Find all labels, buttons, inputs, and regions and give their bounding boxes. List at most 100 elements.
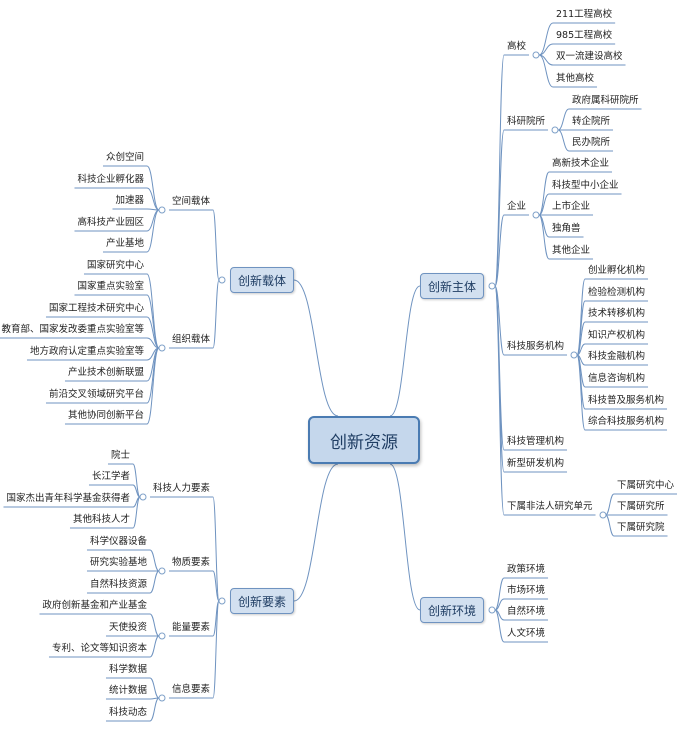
collapse-toggle-icon[interactable] [158,567,166,575]
carrier-item-1-7[interactable]: 其他协同创新平台 [67,410,144,421]
subject-item-3-2[interactable]: 技术转移机构 [588,308,646,319]
environment-item-2[interactable]: 自然环境 [507,606,546,617]
carrier-item-0-3[interactable]: 高科技产业园区 [77,217,144,228]
subject-group-6[interactable]: 下属非法人研究单元 [507,501,593,512]
elements-to-group [212,496,220,602]
carrier-item-1-0[interactable]: 国家研究中心 [86,260,144,271]
collapse-toggle-icon[interactable] [218,276,226,284]
subject-group-4[interactable]: 科技管理机构 [507,436,565,447]
subject-item-3-6[interactable]: 科技普及服务机构 [588,395,665,406]
collapse-toggle-icon[interactable] [599,511,607,519]
subject-item-3-3[interactable]: 知识产权机构 [588,330,646,341]
subject-item-2-1[interactable]: 科技型中小企业 [552,180,619,191]
elements-item-0-3[interactable]: 其他科技人才 [72,514,130,525]
elements-item-2-2[interactable]: 专利、论文等知识资本 [51,643,147,654]
group-to-item [146,294,160,349]
group-to-item [149,697,160,722]
environment-to-item [494,577,505,611]
collapse-toggle-icon[interactable] [158,694,166,702]
elements-group-0[interactable]: 科技人力要素 [152,483,210,494]
elements-item-3-0[interactable]: 科学数据 [108,664,147,675]
subject-item-6-1[interactable]: 下属研究所 [617,501,665,512]
subject-item-0-2[interactable]: 双一流建设高校 [556,51,623,62]
carrier-group-1[interactable]: 组织载体 [171,334,210,345]
subject-group-5[interactable]: 新型研发机构 [507,458,565,469]
branch-carrier[interactable]: 创新载体 [230,267,294,293]
subject-item-1-2[interactable]: 民办院所 [572,137,611,148]
subject-group-0[interactable]: 高校 [507,41,527,52]
carrier-item-1-3[interactable]: 教育部、国家发改委重点实验室等 [1,324,144,335]
collapse-toggle-icon[interactable] [218,597,226,605]
elements-item-3-1[interactable]: 统计数据 [108,685,147,696]
elements-item-1-0[interactable]: 科学仪器设备 [89,536,147,547]
carrier-item-1-6[interactable]: 前沿交叉领域研究平台 [48,389,144,400]
collapse-toggle-icon[interactable] [551,126,559,134]
subject-item-1-1[interactable]: 转企院所 [572,116,611,127]
carrier-item-1-4[interactable]: 地方政府认定重点实验室等 [29,346,144,357]
branch-elements[interactable]: 创新要素 [230,588,294,614]
carrier-item-1-1[interactable]: 国家重点实验室 [77,281,144,292]
subject-item-2-2[interactable]: 上市企业 [552,201,591,212]
elements-item-1-2[interactable]: 自然科技资源 [89,579,147,590]
branch-subject[interactable]: 创新主体 [420,273,484,299]
collapse-toggle-icon[interactable] [158,206,166,214]
carrier-item-0-0[interactable]: 众创空间 [105,152,144,163]
elements-item-2-1[interactable]: 天使投资 [108,622,147,633]
collapse-toggle-icon[interactable] [139,493,147,501]
group-to-item [605,493,615,516]
collapse-toggle-icon[interactable] [570,351,578,359]
elements-group-1[interactable]: 物质要素 [171,557,210,568]
subject-item-6-0[interactable]: 下属研究中心 [617,480,675,491]
environment-item-0[interactable]: 政策环境 [507,564,546,575]
elements-group-2[interactable]: 能量要素 [171,622,210,633]
subject-item-3-4[interactable]: 科技金融机构 [588,351,646,362]
collapse-toggle-icon[interactable] [158,344,166,352]
subject-item-3-1[interactable]: 检验检测机构 [588,287,646,298]
group-to-item [146,316,160,349]
carrier-item-0-1[interactable]: 科技企业孵化器 [77,174,144,185]
elements-item-1-1[interactable]: 研究实验基地 [89,557,147,568]
group-to-item [132,484,141,498]
elements-item-0-1[interactable]: 长江学者 [91,471,130,482]
collapse-toggle-icon[interactable] [532,51,540,59]
elements-item-3-2[interactable]: 科技动态 [108,707,147,718]
root-node[interactable]: 创新资源 [308,416,420,464]
elements-group-3[interactable]: 信息要素 [171,684,210,695]
subject-to-group [494,214,505,287]
group-to-item [146,347,160,425]
subject-item-2-4[interactable]: 其他企业 [552,245,591,256]
collapse-toggle-icon[interactable] [532,211,540,219]
collapse-toggle-icon[interactable] [488,606,496,614]
subject-item-0-1[interactable]: 985工程高校 [556,30,613,41]
subject-item-6-2[interactable]: 下属研究院 [617,522,665,533]
collapse-toggle-icon[interactable] [488,282,496,290]
group-to-item [576,343,586,356]
carrier-to-group [212,279,220,349]
subject-group-3[interactable]: 科技服务机构 [507,341,565,352]
subject-item-2-3[interactable]: 独角兽 [552,223,581,234]
subject-group-2[interactable]: 企业 [507,201,527,212]
elements-item-0-0[interactable]: 院士 [110,450,130,461]
subject-item-1-0[interactable]: 政府属科研院所 [572,95,639,106]
group-to-item [146,209,160,253]
carrier-item-1-2[interactable]: 国家工程技术研究中心 [48,303,144,314]
carrier-item-0-4[interactable]: 产业基地 [105,238,144,249]
carrier-item-1-5[interactable]: 产业技术创新联盟 [67,367,144,378]
subject-item-0-3[interactable]: 其他高校 [556,73,595,84]
group-to-item [146,273,160,349]
environment-item-1[interactable]: 市场环境 [507,585,546,596]
environment-item-3[interactable]: 人文环境 [507,628,546,639]
carrier-item-0-2[interactable]: 加速器 [115,195,144,206]
subject-item-2-0[interactable]: 高新技术企业 [552,158,610,169]
subject-group-1[interactable]: 科研院所 [507,116,546,127]
subject-item-0-0[interactable]: 211工程高校 [556,9,613,20]
elements-item-0-2[interactable]: 国家杰出青年科学基金获得者 [6,493,130,504]
subject-item-3-7[interactable]: 综合科技服务机构 [588,416,665,427]
carrier-group-0[interactable]: 空间载体 [171,196,210,207]
branch-environment[interactable]: 创新环境 [420,597,484,623]
subject-item-3-5[interactable]: 信息咨询机构 [588,373,646,384]
elements-item-2-0[interactable]: 政府创新基金和产业基金 [42,600,147,611]
collapse-toggle-icon[interactable] [158,632,166,640]
group-to-item [149,570,160,594]
subject-item-3-0[interactable]: 创业孵化机构 [588,265,646,276]
